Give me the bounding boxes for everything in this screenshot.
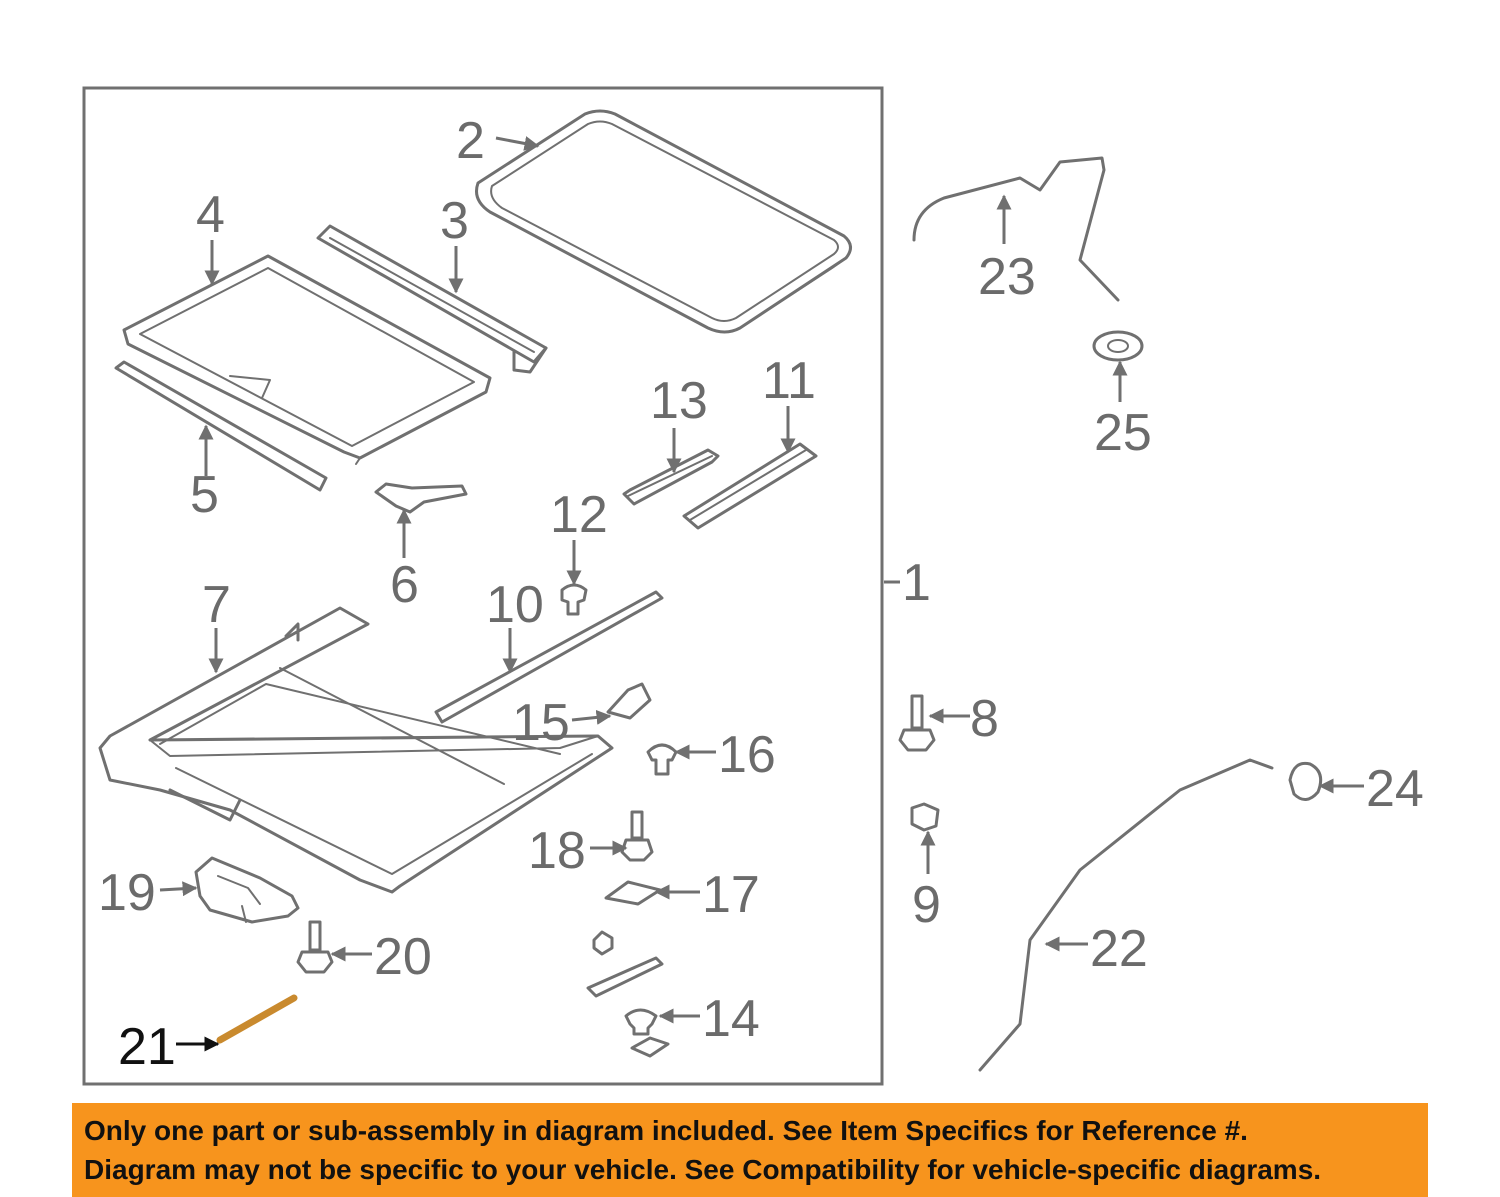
drain-hose-22-part: [978, 758, 1274, 1072]
disclaimer-line-1: Only one part or sub-assembly in diagram…: [84, 1115, 1248, 1146]
callout-10: 10: [486, 576, 544, 634]
nut-9-part: [910, 802, 940, 832]
callout-4: 4: [196, 186, 225, 244]
callout-13: 13: [650, 372, 708, 430]
sunshade-part: [122, 254, 492, 465]
motor-part: [194, 856, 300, 924]
callout-23: 23: [978, 248, 1036, 306]
callout-25: 25: [1094, 404, 1152, 462]
clamp-24-part: [1288, 761, 1323, 801]
callout-21: 21: [118, 1018, 176, 1076]
callout-17: 17: [702, 866, 760, 924]
drain-tube-set-part: [586, 930, 670, 1058]
callout-1: 1: [902, 554, 931, 612]
callout-18: 18: [528, 822, 586, 880]
handle-strip-part: [114, 360, 328, 492]
drain-fitting-part: [606, 682, 652, 720]
callout-20: 20: [374, 928, 432, 986]
callout-15: 15: [512, 694, 570, 752]
bolt-8-part: [898, 694, 936, 752]
callout-19: 19: [98, 864, 156, 922]
sunroof-frame-part: [98, 606, 614, 894]
callout-7: 7: [202, 576, 231, 634]
assembly-frame: [82, 86, 884, 1086]
callout-5: 5: [190, 466, 219, 524]
callout-22: 22: [1090, 920, 1148, 978]
bolt-18-part: [620, 810, 654, 862]
front-rail-part: [316, 224, 548, 374]
bolt-20-part: [296, 920, 334, 974]
grommet-16-part: [646, 743, 678, 776]
callout-11: 11: [762, 352, 816, 410]
glass-panel-part: [475, 109, 852, 334]
callout-14: 14: [702, 990, 760, 1048]
callout-24: 24: [1366, 760, 1424, 818]
callout-16: 16: [718, 726, 776, 784]
disclaimer-banner: Only one part or sub-assembly in diagram…: [72, 1103, 1428, 1197]
plug-part: [560, 583, 588, 616]
pad-17-part: [604, 880, 662, 906]
parts-diagram: 1 2 3 4 5 6 7 8 9 10 11 12 13 14 15 16 1…: [82, 86, 1424, 1086]
callout-9: 9: [912, 876, 941, 934]
guide-rail-part: [682, 442, 818, 530]
small-rail-part: [622, 448, 720, 506]
drain-hose-23-part: [912, 156, 1120, 302]
callout-8: 8: [970, 690, 999, 748]
leader-lines: [159, 136, 1364, 1052]
grommet-25-part: [1092, 330, 1144, 362]
callout-2: 2: [456, 112, 485, 170]
disclaimer-line-2: Diagram may not be specific to your vehi…: [84, 1154, 1322, 1185]
callout-6: 6: [390, 556, 419, 614]
callout-3: 3: [440, 192, 469, 250]
callout-12: 12: [550, 486, 608, 544]
clip-part: [374, 482, 468, 514]
highlighted-strip-part: [216, 994, 298, 1044]
weatherstrip-part: [434, 590, 664, 724]
